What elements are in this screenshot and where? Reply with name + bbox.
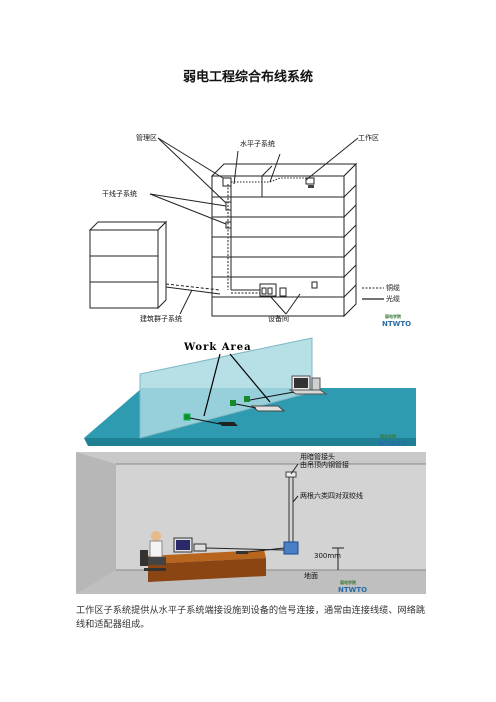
campus-copper-cable [165,283,221,291]
work-area-svg: Work Area 弱电学院 NTWTO [84,337,416,448]
svg-text:NTWTO: NTWTO [378,440,407,448]
wall-outlet [183,413,191,421]
svg-text:弱电学院: 弱电学院 [380,433,396,439]
label-management-area: 管理区 [136,133,157,142]
campus-fiber-cable [165,286,221,295]
person-figure [140,531,166,571]
svg-text:弱电学院: 弱电学院 [385,313,401,319]
label-conduit-joint: 用暗管接头 [300,452,335,461]
telephone-icon [236,551,248,554]
telephone-icon [218,422,238,426]
label-backbone-subsystem: 干线子系统 [102,189,137,198]
label-building-group-subsystem: 建筑群子系统 [140,314,182,323]
label-height: 300mm [314,552,341,560]
ceiling-conduit-joint [285,471,297,478]
label-ceiling-conduit: 由吊顶内钢管接 [300,460,349,469]
office-cabling-illustration: 用暗管接头 由吊顶内钢管接 两根六类四对双绞线 300mm 地面 弱电学院 NT… [76,452,426,594]
figure-caption: 工作区子系统提供从水平子系统端接设施到设备的信号连接，通常由连接线缆、网络跳线和… [76,605,426,630]
label-horizontal-subsystem: 水平子系统 [240,139,275,148]
legend-copper: 铜缆 [386,283,400,292]
network-device-icon [250,405,286,412]
label-floor: 地面 [304,571,318,580]
page-title: 弱电工程综合布线系统 [182,70,313,85]
wall-outlet [230,400,236,406]
label-work-area: 工作区 [358,133,379,142]
wall-socket [283,541,299,555]
legend-fiber: 光缆 [386,294,400,303]
small-building [88,220,168,310]
work-area-heading: Work Area [183,342,252,353]
left-wall [76,452,116,594]
cable-legend: 铜缆 光缆 [362,283,400,303]
building-diagram-svg: 管理区 水平子系统 工作区 干线子系统 建筑群子系统 设备间 铜缆 光缆 弱电学… [88,133,411,328]
label-equipment-room: 设备间 [268,314,289,323]
svg-text:NTWTO: NTWTO [382,320,411,328]
desktop-computer-icon [288,375,328,395]
building-cabling-diagram: 管理区 水平子系统 工作区 干线子系统 建筑群子系统 设备间 铜缆 光缆 弱电学… [80,118,416,332]
ntwto-logo: 弱电学院 NTWTO [338,579,367,594]
main-building [210,162,358,318]
svg-text:NTWTO: NTWTO [338,586,367,594]
label-cat6-cables: 两根六类四对双绞线 [300,491,363,500]
office-svg: 用暗管接头 由吊顶内钢管接 两根六类四对双绞线 300mm 地面 弱电学院 NT… [76,452,426,594]
ntwto-logo: 弱电学院 NTWTO [378,433,407,448]
wall-outlet [244,396,250,402]
work-area-illustration: Work Area 弱电学院 NTWTO [80,334,416,448]
ntwto-logo: 弱电学院 NTWTO [382,313,411,328]
svg-text:弱电学院: 弱电学院 [340,579,356,585]
